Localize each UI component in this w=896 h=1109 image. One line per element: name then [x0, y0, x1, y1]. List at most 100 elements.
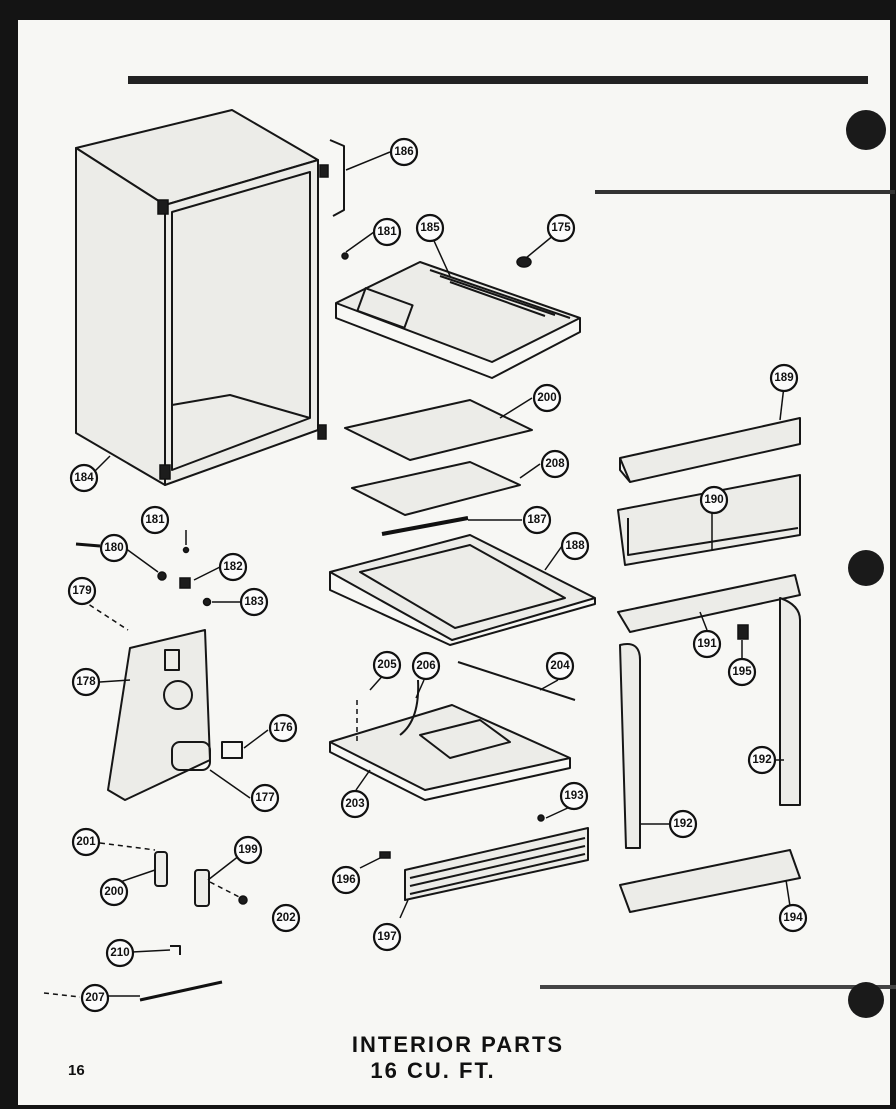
callout: 192	[668, 809, 698, 839]
tube-206	[399, 679, 420, 736]
callout-label: 192	[673, 818, 692, 830]
bracket-176	[221, 741, 243, 759]
screw-193	[537, 814, 545, 822]
callout-label: 204	[550, 660, 570, 672]
page-number: 16	[68, 1062, 85, 1079]
control-housing	[107, 629, 211, 801]
liner-cabinet	[75, 109, 329, 486]
callout: 186	[389, 137, 419, 167]
callout-label: 200	[104, 886, 123, 898]
rod-207	[139, 980, 223, 1002]
punch-hole	[846, 110, 886, 150]
callout-label: 201	[76, 836, 96, 848]
callout-label: 187	[527, 514, 546, 526]
door-shelf-190	[617, 474, 801, 566]
callout: 191	[692, 629, 722, 659]
leader-201-dash	[99, 842, 156, 851]
callout: 199	[233, 835, 263, 865]
gasket-177	[171, 741, 211, 771]
callout: 201	[71, 827, 101, 857]
callout: 181	[140, 505, 170, 535]
callout-label: 179	[72, 585, 91, 597]
clip-196	[379, 851, 391, 859]
callout-label: 177	[255, 792, 274, 804]
callout-label: 189	[774, 372, 793, 384]
door-shelf-189	[619, 417, 801, 483]
callout: 181	[372, 217, 402, 247]
callout: 196	[331, 865, 361, 895]
callout: 176	[268, 713, 298, 743]
clip-210	[170, 945, 181, 955]
diagram-subtitle: 16 CU. FT.	[370, 1058, 496, 1083]
callout: 207	[80, 983, 110, 1013]
callout-label: 183	[244, 596, 263, 608]
callout-label: 200	[537, 392, 556, 404]
nut	[157, 571, 167, 581]
hinge-199	[194, 869, 210, 907]
callout-label: 191	[697, 638, 717, 650]
callout-label: 185	[420, 222, 440, 234]
door-shelf-194	[619, 849, 801, 913]
callout-label: 206	[416, 660, 435, 672]
callout: 193	[559, 781, 589, 811]
callout: 179	[67, 576, 97, 606]
callout-label: 188	[565, 540, 585, 552]
door-panel-185	[619, 643, 641, 849]
callout-label: 176	[273, 722, 292, 734]
callout: 200	[99, 877, 129, 907]
insulation-pad	[344, 399, 533, 461]
callout: 187	[522, 505, 552, 535]
callout: 182	[218, 552, 248, 582]
callout-label: 180	[104, 542, 123, 554]
callout-label: 203	[345, 798, 364, 810]
scan-bar	[128, 76, 868, 84]
callout: 210	[105, 938, 135, 968]
control-knob-hole	[163, 680, 193, 710]
hinge-200	[154, 851, 168, 887]
hinge-clip	[329, 139, 345, 217]
punch-hole	[848, 982, 884, 1018]
leader-202-dash	[209, 881, 246, 901]
door-shelf-191	[617, 574, 801, 633]
scan-bar	[540, 985, 896, 989]
callout-label: 184	[74, 472, 94, 484]
callout: 175	[546, 213, 576, 243]
callout: 206	[411, 651, 441, 681]
callout-label: 196	[336, 874, 355, 886]
callout-label: 190	[704, 494, 723, 506]
leader-lines	[91, 151, 791, 997]
leader-207-dash	[43, 992, 81, 998]
callout: 178	[71, 667, 101, 697]
callout-label: 186	[394, 146, 413, 158]
screw-181b	[182, 546, 190, 554]
callout-label: 193	[564, 790, 583, 802]
callout: 194	[778, 903, 808, 933]
callout: 200	[532, 383, 562, 413]
rod-204	[457, 661, 576, 701]
crisper-cover	[329, 704, 571, 801]
callout: 192	[747, 745, 777, 775]
seal-strip	[381, 516, 469, 536]
washer-202	[238, 895, 248, 905]
bracket-182	[179, 577, 191, 589]
callout: 197	[372, 922, 402, 952]
callout-label: 175	[551, 222, 571, 234]
diagram-title: INTERIOR PARTS	[351, 1032, 565, 1057]
crisper-grille	[404, 827, 589, 901]
callout-label: 210	[110, 947, 129, 959]
callout: 183	[239, 587, 269, 617]
callout: 204	[545, 651, 575, 681]
callout: 195	[727, 657, 757, 687]
door-panel-192	[779, 597, 801, 806]
callout-label: 194	[783, 912, 803, 924]
callout: 205	[372, 650, 402, 680]
screw-183	[202, 597, 212, 607]
punch-hole	[848, 550, 884, 586]
leader-179-dash	[81, 599, 129, 631]
callout-label: 199	[238, 844, 257, 856]
scan-bar	[595, 190, 895, 194]
callout: 180	[99, 533, 129, 563]
clip-195	[737, 624, 749, 640]
callout: 184	[69, 463, 99, 493]
